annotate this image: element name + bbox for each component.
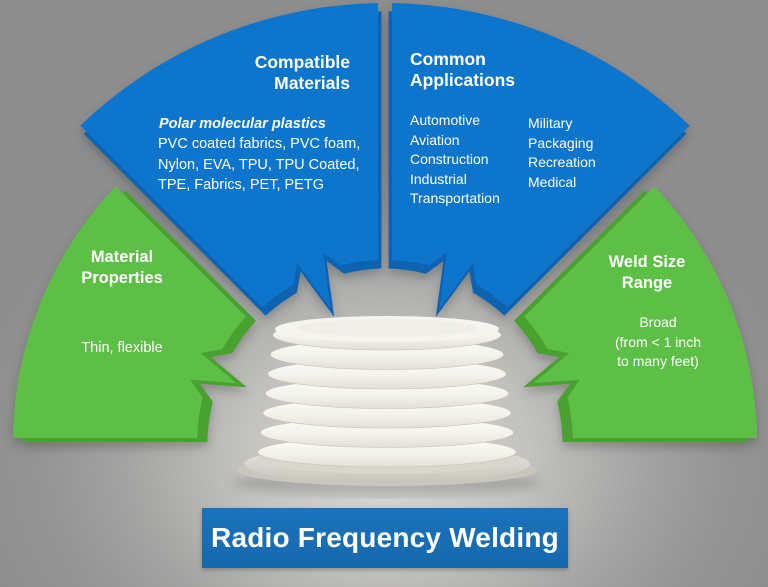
material-properties-body: Thin, flexible xyxy=(81,340,163,356)
weld-size-range-body: Broad (from < 1 inch to many feet) xyxy=(615,314,701,369)
compatible-materials-title: Compatible Materials xyxy=(254,52,350,93)
product-photo xyxy=(232,316,542,496)
weld-size-range-title: Weld Size Range xyxy=(608,253,686,292)
common-applications-title: Common Applications xyxy=(410,49,516,90)
common-applications-column-2: Military Packaging Recreation Medical xyxy=(528,115,596,190)
title-banner: Radio Frequency Welding xyxy=(202,508,568,568)
compatible-materials-subtitle: Polar molecular plastics xyxy=(159,116,326,132)
material-properties-title: Material Properties xyxy=(81,248,163,287)
compatible-materials-list: PVC coated fabrics, PVC foam, Nylon, EVA… xyxy=(158,136,361,193)
title-banner-label: Radio Frequency Welding xyxy=(211,522,559,553)
common-applications-column-1: Automotive Aviation Construction Industr… xyxy=(410,112,500,206)
